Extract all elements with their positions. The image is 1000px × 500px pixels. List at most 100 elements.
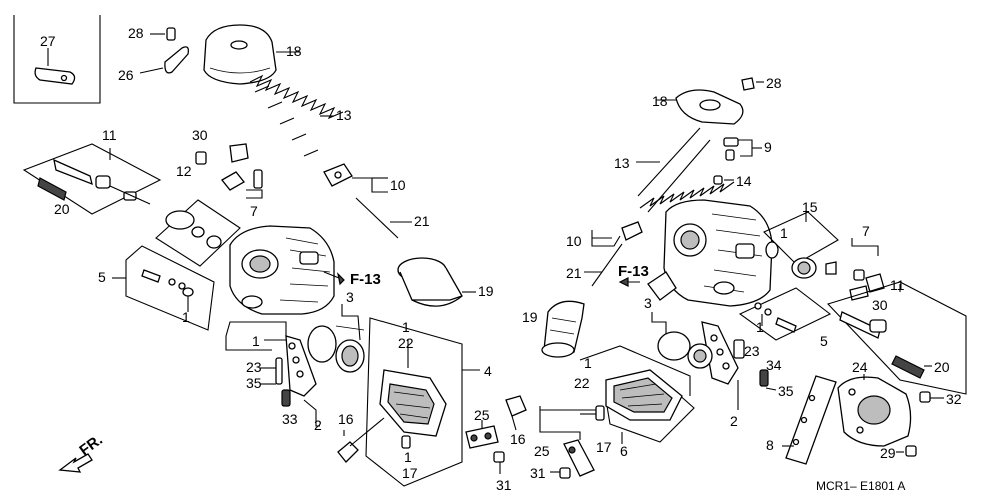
callout-1g: 1: [584, 355, 592, 371]
pilot-screw-5-box-left: [112, 245, 215, 331]
inset-box-27: [13, 15, 101, 104]
callout-10-left: 10: [390, 177, 406, 193]
clamp-25-31-right: [550, 439, 595, 479]
spring-13-right: [636, 127, 735, 213]
connector-3-left: [307, 304, 365, 373]
callout-1c: 1: [402, 319, 410, 335]
callout-20-left: 20: [54, 201, 70, 217]
float-chamber-right: [579, 345, 695, 444]
callout-32: 32: [946, 391, 962, 407]
callout-14: 14: [736, 173, 752, 189]
funnel-19-right: [541, 300, 585, 358]
callout-19-left: 19: [478, 283, 494, 299]
top-cover-right: [656, 77, 764, 125]
callout-1e: 1: [780, 225, 788, 241]
jet-30-7-left: [195, 143, 263, 199]
callout-30-right: 30: [872, 297, 888, 313]
callout-29: 29: [880, 445, 896, 461]
callout-11-left: 11: [102, 127, 117, 143]
callout-30-left: 30: [192, 127, 208, 143]
callout-17-left: 17: [402, 465, 418, 481]
jet-7-30-right: [849, 238, 885, 301]
pipe-11-box-left: [22, 143, 162, 215]
callout-23-right: 23: [744, 343, 760, 359]
callout-20-right: 20: [934, 359, 950, 375]
callout-22-right: 22: [574, 375, 590, 391]
callout-21-left: 21: [414, 213, 430, 229]
callout-27: 27: [40, 33, 56, 49]
callout-labels: 27 28 26 18 13 11 30 20 12 7 10 21 5 1 1…: [40, 25, 962, 493]
ref-f13-left: F-13: [323, 271, 381, 288]
drain-screw-16-right: [505, 395, 605, 440]
callout-25-right: 25: [534, 443, 550, 459]
diagram-code: MCR1– E1801 A: [816, 479, 905, 493]
callout-13-left: 13: [336, 107, 352, 123]
f13-left-label: F-13: [350, 271, 381, 288]
callout-10-right: 10: [566, 233, 582, 249]
callout-23-left: 23: [246, 359, 262, 375]
callout-31-right: 31: [530, 465, 546, 481]
callout-18-right: 18: [652, 93, 668, 109]
callout-34: 34: [766, 357, 782, 373]
callout-21-right: 21: [566, 265, 582, 281]
callout-26: 26: [118, 67, 134, 83]
diaphragm-12-box-left: [155, 199, 241, 267]
callout-7-left: 7: [250, 203, 258, 219]
callout-35-left: 35: [246, 375, 262, 391]
callout-3-left: 3: [346, 289, 354, 305]
diaphragm-15-box-right: [763, 211, 839, 279]
float-valve-box-left: [225, 321, 320, 427]
callout-12: 12: [176, 163, 192, 179]
callout-7-right: 7: [862, 223, 870, 239]
parts-9-14-right: [713, 137, 762, 185]
drain-screw-16-left: [337, 417, 385, 463]
callout-28-left: 28: [128, 25, 144, 41]
spring-13-left: [249, 74, 344, 157]
callout-25-left: 25: [474, 407, 490, 423]
callout-17-right: 17: [596, 439, 612, 455]
pilot-screw-5-box-right: [738, 287, 832, 341]
callout-31-left: 31: [496, 477, 512, 493]
callout-6: 6: [620, 443, 628, 459]
callout-13-right: 13: [614, 155, 630, 171]
callout-2-right: 2: [730, 413, 738, 429]
callout-16-left: 16: [338, 411, 354, 427]
front-arrow: [58, 453, 93, 473]
needle-assy-right: [584, 221, 643, 287]
needle-assy-left: [323, 163, 412, 239]
callout-16-right: 16: [510, 431, 526, 447]
callout-18-left: 18: [286, 43, 302, 59]
callout-9: 9: [764, 139, 772, 155]
callout-22-left: 22: [398, 335, 414, 351]
callout-1b: 1: [252, 333, 260, 349]
callout-35-right: 35: [778, 383, 794, 399]
funnel-19-left: [397, 257, 476, 307]
side-cover-24: [837, 374, 944, 457]
callout-15: 15: [802, 199, 818, 215]
callout-4: 4: [484, 363, 492, 379]
callout-1f: 1: [756, 319, 764, 335]
callout-24: 24: [852, 359, 868, 375]
connector-3-right: [651, 312, 713, 369]
float-valve-right: [701, 321, 777, 410]
clamp-25-31-left: [465, 420, 505, 474]
callout-33: 33: [282, 411, 298, 427]
f13-right-label: F-13: [618, 263, 649, 280]
carburetor-body-right: [647, 199, 773, 307]
callout-8: 8: [766, 437, 774, 453]
ref-f13-right: F-13: [618, 263, 649, 287]
pipe-11-box-right: [826, 281, 967, 395]
float-chamber-box-4-left: [365, 317, 480, 487]
callout-1a: 1: [182, 309, 190, 325]
callout-11-right: 11: [890, 277, 905, 293]
callout-28-right: 28: [766, 75, 782, 91]
callout-19-right: 19: [522, 309, 538, 325]
carburetor-body-left: [229, 225, 335, 315]
callout-5-left: 5: [98, 269, 106, 285]
front-label: FR.: [76, 431, 106, 459]
top-cover-left: [139, 24, 300, 85]
gasket-8: [782, 375, 837, 465]
callout-1d: 1: [404, 449, 412, 465]
callout-2-left: 2: [314, 417, 322, 433]
